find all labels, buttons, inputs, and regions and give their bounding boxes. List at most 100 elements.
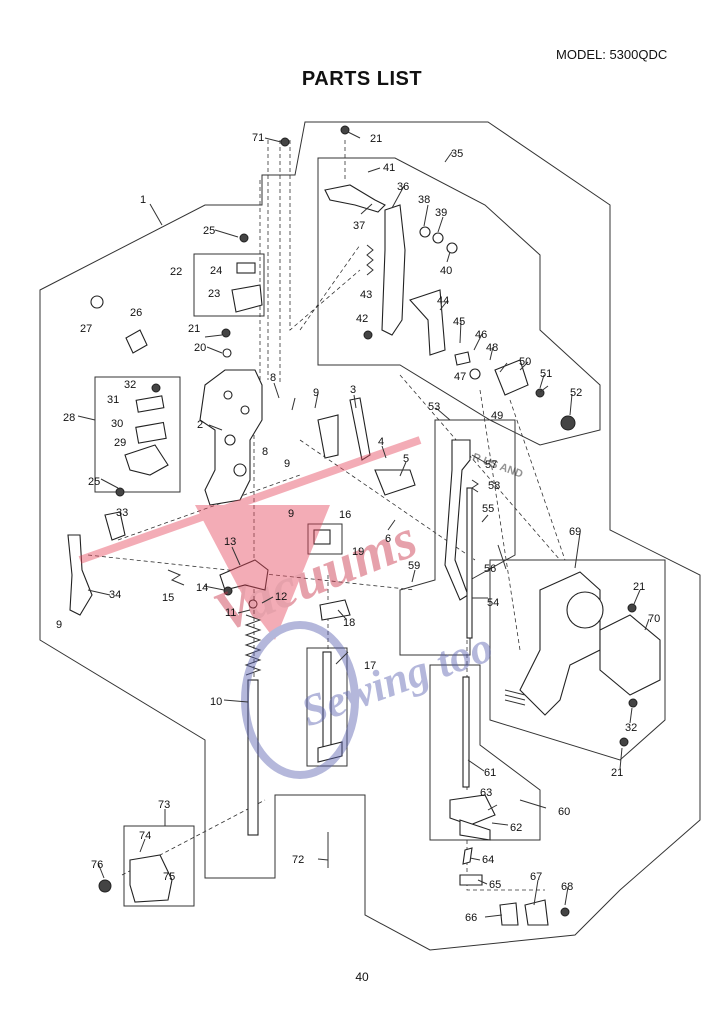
- callout-8a: 8: [270, 372, 276, 384]
- callout-labels: 1 2 3 4 5 6 8 8 9 9 9 9 10 11 12 13 14 1…: [56, 132, 660, 924]
- callout-49: 49: [491, 410, 503, 422]
- rod-part: [466, 487, 473, 639]
- callout-6: 6: [385, 533, 391, 545]
- callout-51: 51: [540, 368, 552, 380]
- callout-25b: 25: [88, 476, 100, 488]
- callout-34: 34: [109, 589, 121, 601]
- main-frame-part: [199, 369, 263, 506]
- callout-52: 52: [570, 387, 582, 399]
- callout-35: 35: [451, 148, 463, 160]
- callout-48: 48: [486, 342, 498, 354]
- motor-cover-part: [599, 614, 661, 696]
- callout-21c: 21: [633, 581, 645, 593]
- callout-38: 38: [418, 194, 430, 206]
- callout-27: 27: [80, 323, 92, 335]
- callout-56: 56: [484, 563, 496, 575]
- callout-68: 68: [561, 881, 573, 893]
- callout-9b: 9: [284, 458, 290, 470]
- callout-73: 73: [158, 799, 170, 811]
- callout-21b: 21: [188, 323, 200, 335]
- callout-50: 50: [519, 356, 531, 368]
- callout-54: 54: [487, 597, 499, 609]
- lever-part: [444, 439, 471, 601]
- callout-5: 5: [403, 453, 409, 465]
- callout-47: 47: [454, 371, 466, 383]
- callout-76: 76: [91, 859, 103, 871]
- small-parts: [67, 125, 638, 926]
- callout-40: 40: [440, 265, 452, 277]
- presser-bar-part: [317, 651, 343, 763]
- callout-58: 58: [488, 480, 500, 492]
- callout-18: 18: [343, 617, 355, 629]
- presser-foot-part: [98, 854, 173, 903]
- callout-1: 1: [140, 194, 146, 206]
- callout-59: 59: [408, 560, 420, 572]
- callout-2: 2: [197, 419, 203, 431]
- callout-20: 20: [194, 342, 206, 354]
- callout-30: 30: [111, 418, 123, 430]
- callout-63: 63: [480, 787, 492, 799]
- callout-12: 12: [275, 591, 287, 603]
- callout-22: 22: [170, 266, 182, 278]
- callout-31: 31: [107, 394, 119, 406]
- callout-10: 10: [210, 696, 222, 708]
- callout-11: 11: [225, 607, 236, 619]
- callout-21a: 21: [370, 133, 382, 145]
- callout-60: 60: [558, 806, 570, 818]
- callout-70: 70: [648, 613, 660, 625]
- callout-8b: 8: [262, 446, 268, 458]
- callout-9d: 9: [56, 619, 62, 631]
- callout-67: 67: [530, 871, 542, 883]
- callout-13: 13: [224, 536, 236, 548]
- callout-43: 43: [360, 289, 372, 301]
- callout-26: 26: [130, 307, 142, 319]
- callout-39: 39: [435, 207, 447, 219]
- callout-16: 16: [339, 509, 351, 521]
- callout-37: 37: [353, 220, 365, 232]
- callout-42: 42: [356, 313, 368, 325]
- crank-part: [324, 184, 386, 213]
- bracket-plate-part: [449, 794, 496, 826]
- callout-62: 62: [510, 822, 522, 834]
- callout-25a: 25: [203, 225, 215, 237]
- page-number: 40: [355, 970, 369, 984]
- callout-45: 45: [453, 316, 465, 328]
- callout-4: 4: [378, 436, 384, 448]
- callout-55: 55: [482, 503, 494, 515]
- callout-14: 14: [196, 582, 208, 594]
- needle-bar-part: [244, 614, 262, 836]
- callout-15: 15: [162, 592, 174, 604]
- callout-19: 19: [352, 546, 364, 558]
- callout-3: 3: [350, 384, 356, 396]
- motor-part: [504, 571, 604, 716]
- leader-lines: [77, 131, 650, 918]
- callout-71: 71: [252, 132, 264, 144]
- callout-57: 57: [485, 459, 497, 471]
- callout-53: 53: [428, 401, 440, 413]
- callout-44: 44: [437, 295, 449, 307]
- callout-32b: 32: [625, 722, 637, 734]
- callout-66: 66: [465, 912, 477, 924]
- page-title: PARTS LIST: [301, 68, 423, 90]
- callout-75: 75: [163, 871, 175, 883]
- callout-9c: 9: [288, 508, 294, 520]
- callout-64: 64: [482, 854, 494, 866]
- callout-24: 24: [210, 265, 222, 277]
- model-label: MODEL: 5300QDC: [556, 47, 668, 62]
- callout-29: 29: [114, 437, 126, 449]
- callout-36: 36: [397, 181, 409, 193]
- callout-23: 23: [208, 288, 220, 300]
- callout-61: 61: [484, 767, 496, 779]
- callout-72: 72: [292, 854, 304, 866]
- callout-41: 41: [383, 162, 395, 174]
- upper-arm-part: [381, 204, 406, 336]
- callout-17: 17: [364, 660, 376, 672]
- callout-33: 33: [116, 507, 128, 519]
- callout-21d: 21: [611, 767, 623, 779]
- callout-74: 74: [139, 830, 151, 842]
- callout-46: 46: [475, 329, 487, 341]
- callout-9a: 9: [313, 387, 319, 399]
- assembly-outlines: [39, 121, 701, 951]
- callout-32a: 32: [124, 379, 136, 391]
